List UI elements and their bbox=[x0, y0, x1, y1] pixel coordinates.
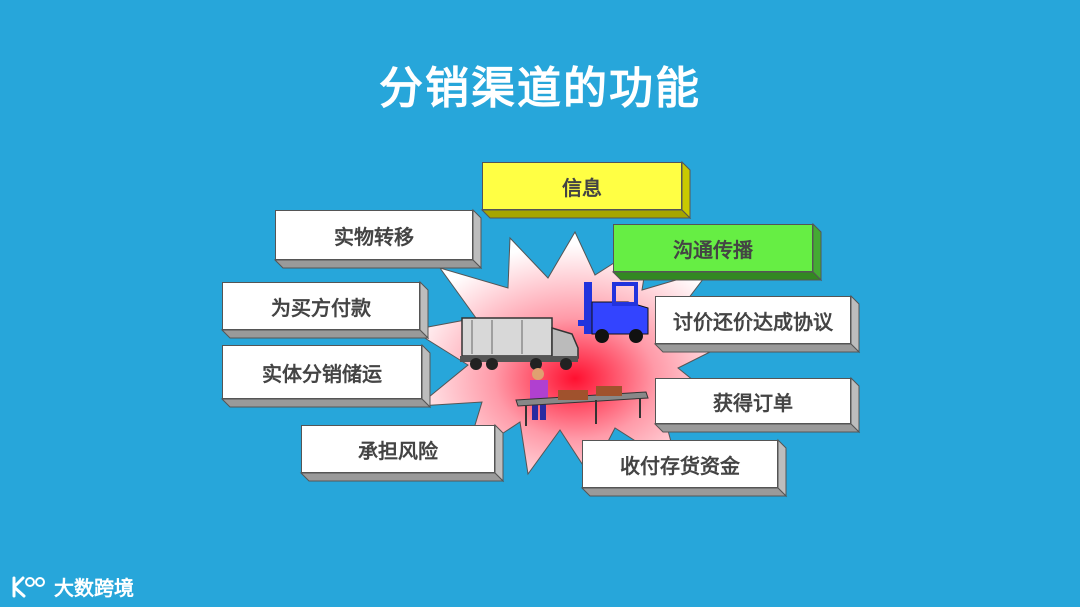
logo-text: 大数跨境 bbox=[54, 572, 134, 601]
function-box-negotiation: 讨价还价达成协议 bbox=[655, 296, 859, 352]
box-label: 承担风险 bbox=[301, 425, 495, 473]
watermark-logo: 大数跨境 bbox=[10, 572, 134, 601]
function-box-info: 信息 bbox=[482, 162, 690, 218]
function-box-obtain-orders: 获得订单 bbox=[655, 378, 859, 432]
box-label: 获得订单 bbox=[655, 378, 851, 424]
k100-logo-icon bbox=[10, 574, 50, 600]
box-label: 沟通传播 bbox=[613, 224, 813, 272]
function-box-communication: 沟通传播 bbox=[613, 224, 821, 280]
forklift-icon bbox=[578, 282, 648, 343]
box-label: 实物转移 bbox=[275, 210, 473, 260]
box-label: 实体分销储运 bbox=[222, 345, 422, 399]
function-box-physical-distribution: 实体分销储运 bbox=[222, 345, 430, 407]
function-box-risk-taking: 承担风险 bbox=[301, 425, 503, 481]
page-title: 分销渠道的功能 bbox=[0, 52, 1080, 116]
box-label: 收付存货资金 bbox=[582, 440, 778, 488]
function-box-physical-transfer: 实物转移 bbox=[275, 210, 481, 268]
box-label: 讨价还价达成协议 bbox=[655, 296, 851, 344]
box-label: 为买方付款 bbox=[222, 282, 420, 330]
function-box-pay-for-buyer: 为买方付款 bbox=[222, 282, 428, 338]
box-label: 信息 bbox=[482, 162, 682, 210]
function-box-inventory-funds: 收付存货资金 bbox=[582, 440, 786, 496]
